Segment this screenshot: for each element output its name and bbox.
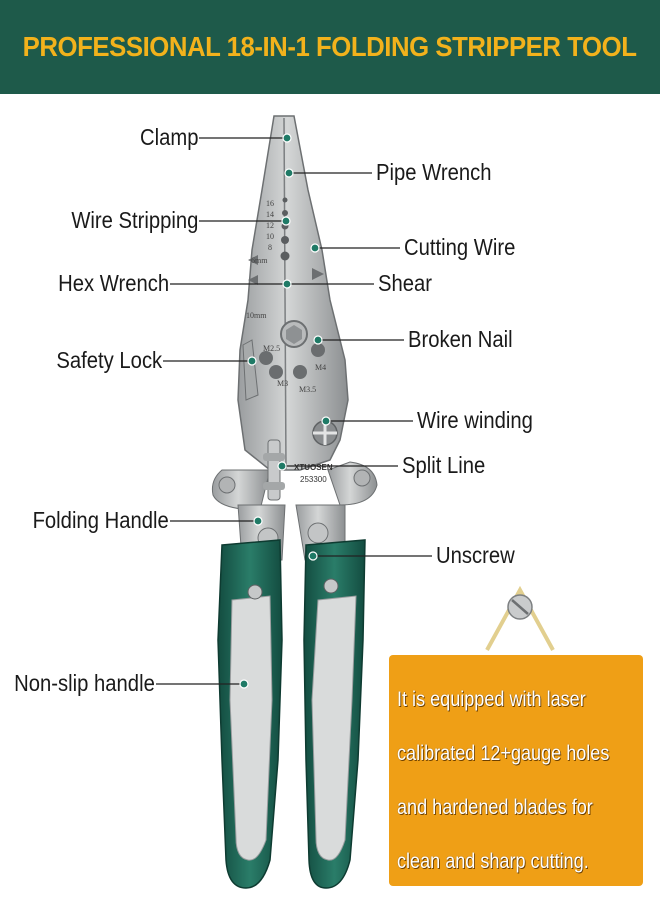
svg-text:8: 8 bbox=[268, 243, 272, 252]
info-line: It is equipped with laser bbox=[397, 688, 586, 711]
label-shear: Shear bbox=[378, 270, 433, 296]
label-wire-stripping: Wire Stripping bbox=[70, 207, 198, 233]
page-title: PROFESSIONAL 18-IN-1 FOLDING STRIPPER TO… bbox=[23, 31, 637, 62]
info-line: clean and sharp cutting. bbox=[397, 850, 589, 873]
label-split-line: Split Line bbox=[402, 452, 486, 478]
svg-text:M4: M4 bbox=[315, 363, 326, 372]
svg-text:M2.5: M2.5 bbox=[263, 344, 280, 353]
label-pipe-wrench: Pipe Wrench bbox=[376, 159, 492, 185]
jaw-split-line bbox=[283, 117, 287, 471]
feature-info-box: It is equipped with laser calibrated 12+… bbox=[389, 655, 643, 886]
svg-text:10: 10 bbox=[266, 232, 274, 241]
safety-lock bbox=[242, 339, 259, 401]
label-wire-winding: Wire winding bbox=[417, 407, 533, 433]
svg-text:14: 14 bbox=[266, 210, 274, 219]
label-hex-wrench: Hex Wrench bbox=[58, 270, 169, 296]
label-broken-nail: Broken Nail bbox=[408, 326, 513, 352]
info-line: and hardened blades for bbox=[397, 796, 593, 819]
label-cutting-wire: Cutting Wire bbox=[404, 234, 516, 260]
label-folding-handle: Folding Handle bbox=[32, 507, 169, 533]
svg-text:6mm: 6mm bbox=[251, 256, 268, 265]
model-mark: 253300 bbox=[300, 475, 327, 484]
svg-text:10mm: 10mm bbox=[246, 311, 267, 320]
svg-text:M3: M3 bbox=[277, 379, 288, 388]
stripper-tool-illustration: 16 14 12 10 8 6mm 10mm M2.5 M3 M3.5 M4 X… bbox=[156, 115, 555, 889]
svg-text:16: 16 bbox=[266, 199, 274, 208]
label-clamp: Clamp bbox=[139, 124, 198, 150]
brand-mark: XTUOSEN bbox=[294, 463, 333, 472]
svg-text:12: 12 bbox=[266, 221, 274, 230]
label-non-slip-handle: Non-slip handle bbox=[14, 670, 155, 696]
label-safety-lock: Safety Lock bbox=[56, 347, 162, 373]
header-banner: PROFESSIONAL 18-IN-1 FOLDING STRIPPER TO… bbox=[0, 0, 660, 94]
plier-jaw bbox=[237, 115, 349, 471]
label-unscrew: Unscrew bbox=[436, 542, 515, 568]
svg-text:M3.5: M3.5 bbox=[299, 385, 316, 394]
info-line: calibrated 12+gauge holes bbox=[397, 742, 610, 765]
